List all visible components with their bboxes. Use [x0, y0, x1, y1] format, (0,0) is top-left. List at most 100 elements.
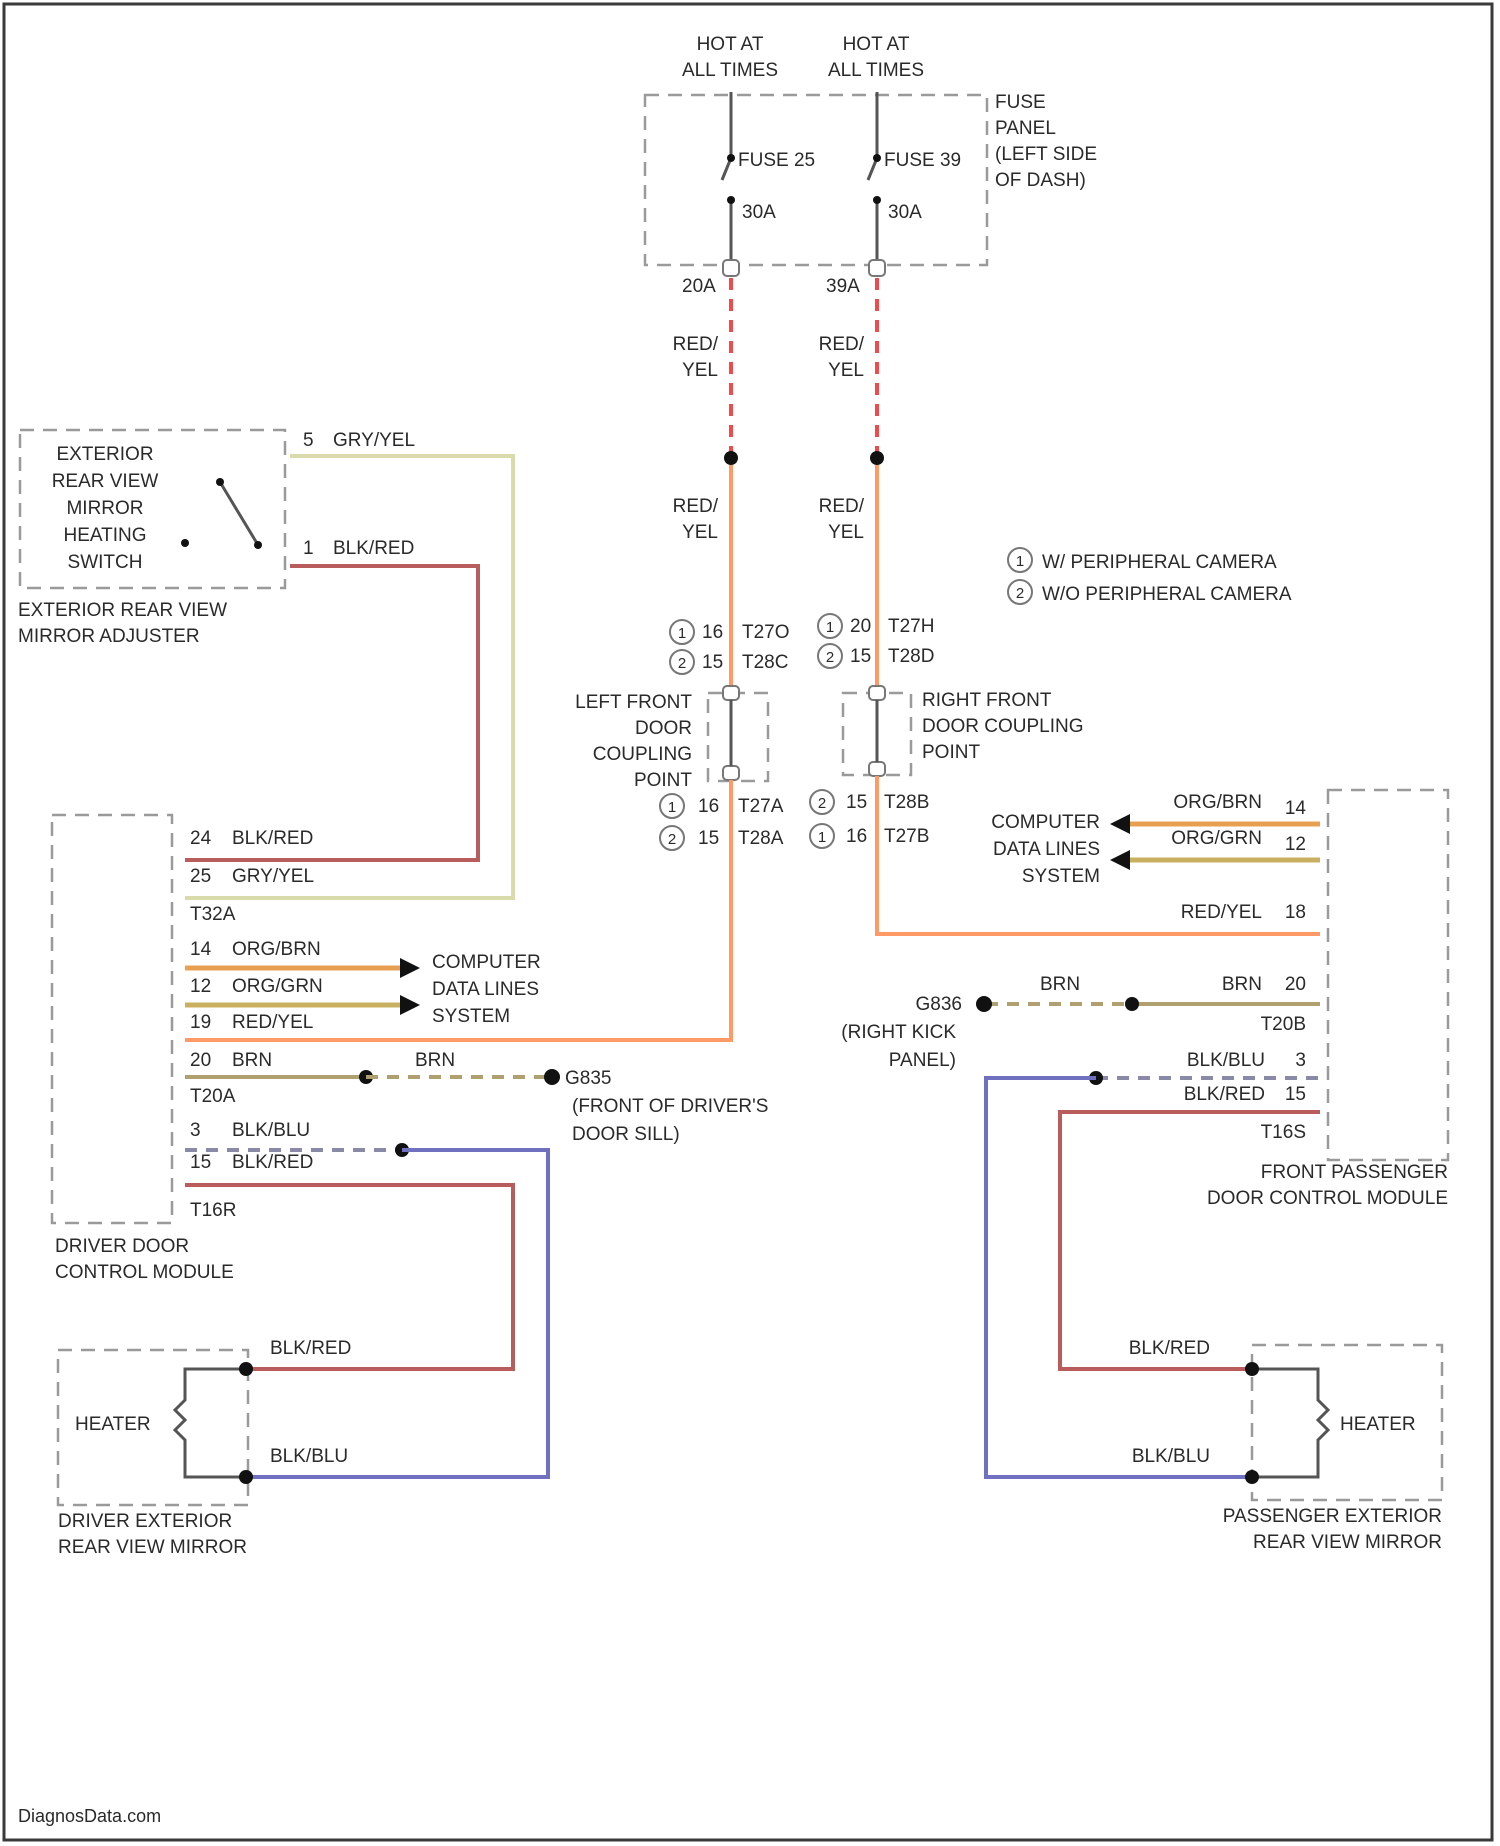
switch-pin5: 5 — [303, 430, 314, 451]
pm-p12: 12 — [1285, 834, 1306, 855]
left-conn-c-pin: 16 — [698, 796, 719, 817]
dm-w20: BRN — [232, 1050, 272, 1071]
left-conn-a-pin: 16 — [702, 622, 723, 643]
dm-c3: T16R — [190, 1200, 236, 1221]
footer-watermark: DiagnosData.com — [18, 1806, 161, 1826]
left-conn-b-pin: 15 — [702, 652, 723, 673]
passenger-heater-node-top — [1245, 1362, 1259, 1376]
wire-left-label-b1: RED/ — [673, 496, 719, 517]
pm-c2: T16S — [1261, 1122, 1306, 1143]
arrow-pm-org-grn — [1110, 850, 1130, 870]
hr-blk-red: BLK/RED — [1129, 1338, 1210, 1359]
adjuster-label-1: EXTERIOR REAR VIEW — [18, 600, 227, 621]
fuse-panel-label-3: (LEFT SIDE — [995, 144, 1097, 165]
dm-w14: ORG/BRN — [232, 939, 321, 960]
left-coupling-label-2: DOOR — [635, 718, 692, 739]
right-conn-b-pin: 15 — [850, 646, 871, 667]
computer-left-3: SYSTEM — [432, 1006, 510, 1027]
wire-left-red-to-dm — [185, 780, 731, 1040]
hl-blk-red: BLK/RED — [270, 1338, 351, 1359]
hot-label-left-1: HOT AT — [697, 34, 764, 55]
switch-contact — [220, 482, 258, 545]
switch-label-2: REAR VIEW — [52, 471, 159, 492]
hot-label-right-2: ALL TIMES — [828, 60, 924, 81]
pm-w3: BLK/BLU — [1187, 1050, 1265, 1071]
right-conn-a-name: T27H — [888, 616, 934, 637]
brn-right-mid: BRN — [1040, 974, 1080, 995]
right-conn-circle-a-num: 1 — [826, 619, 834, 636]
left-coupling-pin-top — [723, 686, 739, 700]
driver-heater-node-top — [239, 1362, 253, 1376]
switch-label-3: MIRROR — [66, 498, 143, 519]
legend-num-1: 1 — [1016, 553, 1024, 570]
left-coupling-pin-bottom — [723, 766, 739, 780]
right-coupling-pin-top — [869, 686, 885, 700]
switch-pin1: 1 — [303, 538, 314, 559]
driver-module-box — [52, 815, 172, 1223]
switch-node-bottom — [254, 541, 262, 549]
hot-label-left-2: ALL TIMES — [682, 60, 778, 81]
ground-right-2: (RIGHT KICK — [841, 1022, 956, 1043]
pm-p18: 18 — [1285, 902, 1306, 923]
wire-dm-blk-blu — [246, 1150, 548, 1477]
fuse39-label: FUSE 39 — [884, 150, 961, 171]
wire-pm-blk-red — [1060, 1112, 1320, 1369]
pm-c1: T20B — [1261, 1014, 1306, 1035]
wire-left-label-a2: YEL — [682, 360, 718, 381]
dm-w24: BLK/RED — [232, 828, 313, 849]
pm-w14: ORG/BRN — [1173, 792, 1262, 813]
legend-num-2: 2 — [1016, 585, 1024, 602]
wire-pm-blk-blu — [986, 1078, 1252, 1477]
splice-pm-brn — [1125, 997, 1139, 1011]
dm-w15: BLK/RED — [232, 1152, 313, 1173]
left-coupling-label-3: COUPLING — [593, 744, 692, 765]
fuse-panel-label-1: FUSE — [995, 92, 1046, 113]
left-conn-circle-c-num: 1 — [668, 799, 676, 816]
brn-left-mid: BRN — [415, 1050, 455, 1071]
ground-left-3: DOOR SILL) — [572, 1124, 680, 1145]
driver-module-label-1: DRIVER DOOR — [55, 1236, 189, 1257]
right-conn-a-pin: 20 — [850, 616, 871, 637]
fuse25-pin-shape — [723, 260, 739, 276]
dm-p24: 24 — [190, 828, 212, 849]
fuse25-pin: 20A — [682, 276, 716, 297]
fuse-panel-label-2: PANEL — [995, 118, 1056, 139]
left-conn-circle-b-num: 2 — [678, 655, 686, 672]
wire-right-label-b2: YEL — [828, 522, 864, 543]
left-conn-circle-a-num: 1 — [678, 625, 686, 642]
dm-p20: 20 — [190, 1050, 211, 1071]
switch-label-1: EXTERIOR — [56, 444, 153, 465]
wire-right-label-b1: RED/ — [819, 496, 865, 517]
hr-blk-blu: BLK/BLU — [1132, 1446, 1210, 1467]
fuse25-label: FUSE 25 — [738, 150, 815, 171]
dm-w12: ORG/GRN — [232, 976, 323, 997]
dm-p15: 15 — [190, 1152, 211, 1173]
left-coupling-label-1: LEFT FRONT — [575, 692, 692, 713]
switch-node-side — [181, 539, 189, 547]
pm-p3: 3 — [1295, 1050, 1306, 1071]
dm-p3: 3 — [190, 1120, 201, 1141]
right-coupling-label-2: DOOR COUPLING — [922, 716, 1084, 737]
computer-right-2: DATA LINES — [993, 839, 1100, 860]
passenger-module-label-2: DOOR CONTROL MODULE — [1207, 1188, 1448, 1209]
ground-left-1: G835 — [565, 1068, 611, 1089]
right-conn-c-pin: 15 — [846, 792, 867, 813]
left-conn-c-name: T27A — [738, 796, 784, 817]
fuse39-node-top — [873, 154, 881, 162]
passenger-heater-element — [1252, 1369, 1328, 1477]
right-conn-circle-d-num: 1 — [818, 829, 826, 846]
arrow-pm-org-brn — [1110, 814, 1130, 834]
driver-module-label-2: CONTROL MODULE — [55, 1262, 234, 1283]
dm-w3: BLK/BLU — [232, 1120, 310, 1141]
right-coupling-label-3: POINT — [922, 742, 980, 763]
left-conn-b-name: T28C — [742, 652, 788, 673]
computer-left-1: COMPUTER — [432, 952, 541, 973]
wire-right-label-a2: YEL — [828, 360, 864, 381]
adjuster-label-2: MIRROR ADJUSTER — [18, 626, 200, 647]
right-conn-b-name: T28D — [888, 646, 934, 667]
heater-right-label: HEATER — [1340, 1414, 1416, 1435]
pm-w15: BLK/RED — [1184, 1084, 1265, 1105]
left-coupling-label-4: POINT — [634, 770, 692, 791]
right-conn-c-name: T28B — [884, 792, 929, 813]
splice-left-top — [724, 451, 738, 465]
